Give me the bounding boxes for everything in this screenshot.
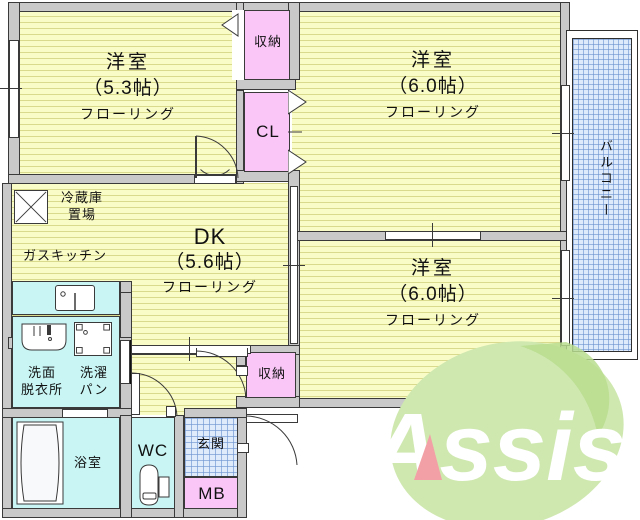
room-floor-washitsu-60a <box>300 10 566 240</box>
room-label-dk: DK （5.6帖） フローリング <box>125 224 295 295</box>
sliding-door-dk-hallway <box>131 345 251 354</box>
exterior-wall-left-lower <box>2 183 12 518</box>
vanity-basin-icon <box>21 323 67 351</box>
room-size-dk: （5.6帖） <box>165 252 255 274</box>
refrigerator-space <box>14 190 48 224</box>
window-dk-right-mullion <box>283 265 305 266</box>
entrance-door-arc <box>245 415 298 466</box>
room-name-washitsu-60a: 洋室 <box>410 50 455 71</box>
refrigerator-label-line2: 置場 <box>67 207 96 222</box>
door-opening-storage-bottom[interactable] <box>196 348 248 357</box>
storage-bottom-label: 収納 <box>257 366 286 381</box>
laundry-label-line2: パン <box>79 382 109 397</box>
meter-box-label: MB <box>198 484 226 503</box>
entrance-door-panel[interactable] <box>246 414 298 423</box>
washbasin-label-line1: 洗面 <box>27 365 56 380</box>
interior-wall-bedroom53-right-b <box>236 90 244 184</box>
interior-wall-kitchen-divider <box>120 281 132 293</box>
sliding-door-dk-hallway-mullion <box>189 337 190 361</box>
room-floor-washitsu-53 <box>18 10 236 182</box>
door-swing-bedroom53 <box>194 134 236 176</box>
toilet-icon <box>139 464 170 506</box>
room-name-dk: DK <box>193 224 227 249</box>
bathtub-icon <box>16 421 64 505</box>
closet-cl-door-arrows <box>288 89 307 175</box>
balcony: バルコニー <box>572 38 632 352</box>
washroom-door[interactable] <box>120 340 130 384</box>
floor-gap-cl-right <box>292 10 302 170</box>
window-right-bedroom60a-mullion <box>552 133 574 134</box>
refrigerator-cross-icon <box>15 191 47 223</box>
door-jamb-storage-bottom <box>236 366 248 376</box>
room-size-washitsu-53: （5.3帖） <box>83 77 173 99</box>
door-arc-bedroom53 <box>195 135 239 179</box>
interior-wall-wc-entrance <box>174 415 184 518</box>
window-between-bedrooms-mullion <box>432 223 433 247</box>
storage-top-label: 収納 <box>253 34 282 49</box>
closet-cl: CL <box>244 92 290 172</box>
room-label-washitsu-60b: 洋室 （6.0帖） フローリング <box>343 258 523 328</box>
room-size-washitsu-60a: （6.0帖） <box>388 75 478 97</box>
meter-box: MB <box>184 477 238 509</box>
kitchen-faucet-icon <box>60 291 76 311</box>
wc-label: WC <box>137 441 169 460</box>
laundry-label-line1: 洗濯 <box>79 365 108 380</box>
window-between-bedrooms <box>385 231 481 240</box>
entrance-label: 玄関 <box>196 436 225 451</box>
storage-bottom: 収納 <box>246 352 296 398</box>
room-material-washitsu-53: フローリング <box>80 105 176 122</box>
room-name-washitsu-60b: 洋室 <box>410 258 455 279</box>
window-right-bedroom60b-mullion <box>552 298 574 299</box>
wc-door-jamb <box>166 406 176 417</box>
washbasin-label-line2: 脱衣所 <box>20 382 63 397</box>
closet-cl-label: CL <box>256 122 280 141</box>
balcony-label: バルコニー <box>597 139 613 219</box>
gas-kitchen-label: ガスキッチン <box>22 248 107 263</box>
storage-top: 収納 <box>244 10 290 80</box>
room-label-washitsu-60a: 洋室 （6.0帖） フローリング <box>343 50 523 120</box>
storage-top-door-arrow <box>221 13 239 37</box>
laundry-pan <box>74 322 112 356</box>
assist-logo-text: Assist <box>368 394 632 501</box>
entrance-area <box>184 417 238 477</box>
room-label-washitsu-53: 洋室 （5.3帖） フローリング <box>38 52 218 122</box>
bath-label: 浴室 <box>73 455 102 470</box>
laundry-pan-icon <box>76 323 110 354</box>
refrigerator-label-line1: 冷蔵庫 <box>60 190 103 205</box>
room-name-washitsu-53: 洋室 <box>105 52 150 73</box>
entrance-door-jamb <box>237 443 249 453</box>
window-left-bedroom53-mullion <box>0 88 22 89</box>
room-material-washitsu-60b: フローリング <box>385 311 481 328</box>
window-left-bedroom53 <box>9 40 19 138</box>
room-size-washitsu-60b: （6.0帖） <box>388 283 478 305</box>
room-material-washitsu-60a: フローリング <box>385 103 481 120</box>
room-material-dk: フローリング <box>162 279 258 296</box>
door-arc-storage-bottom <box>195 350 247 399</box>
